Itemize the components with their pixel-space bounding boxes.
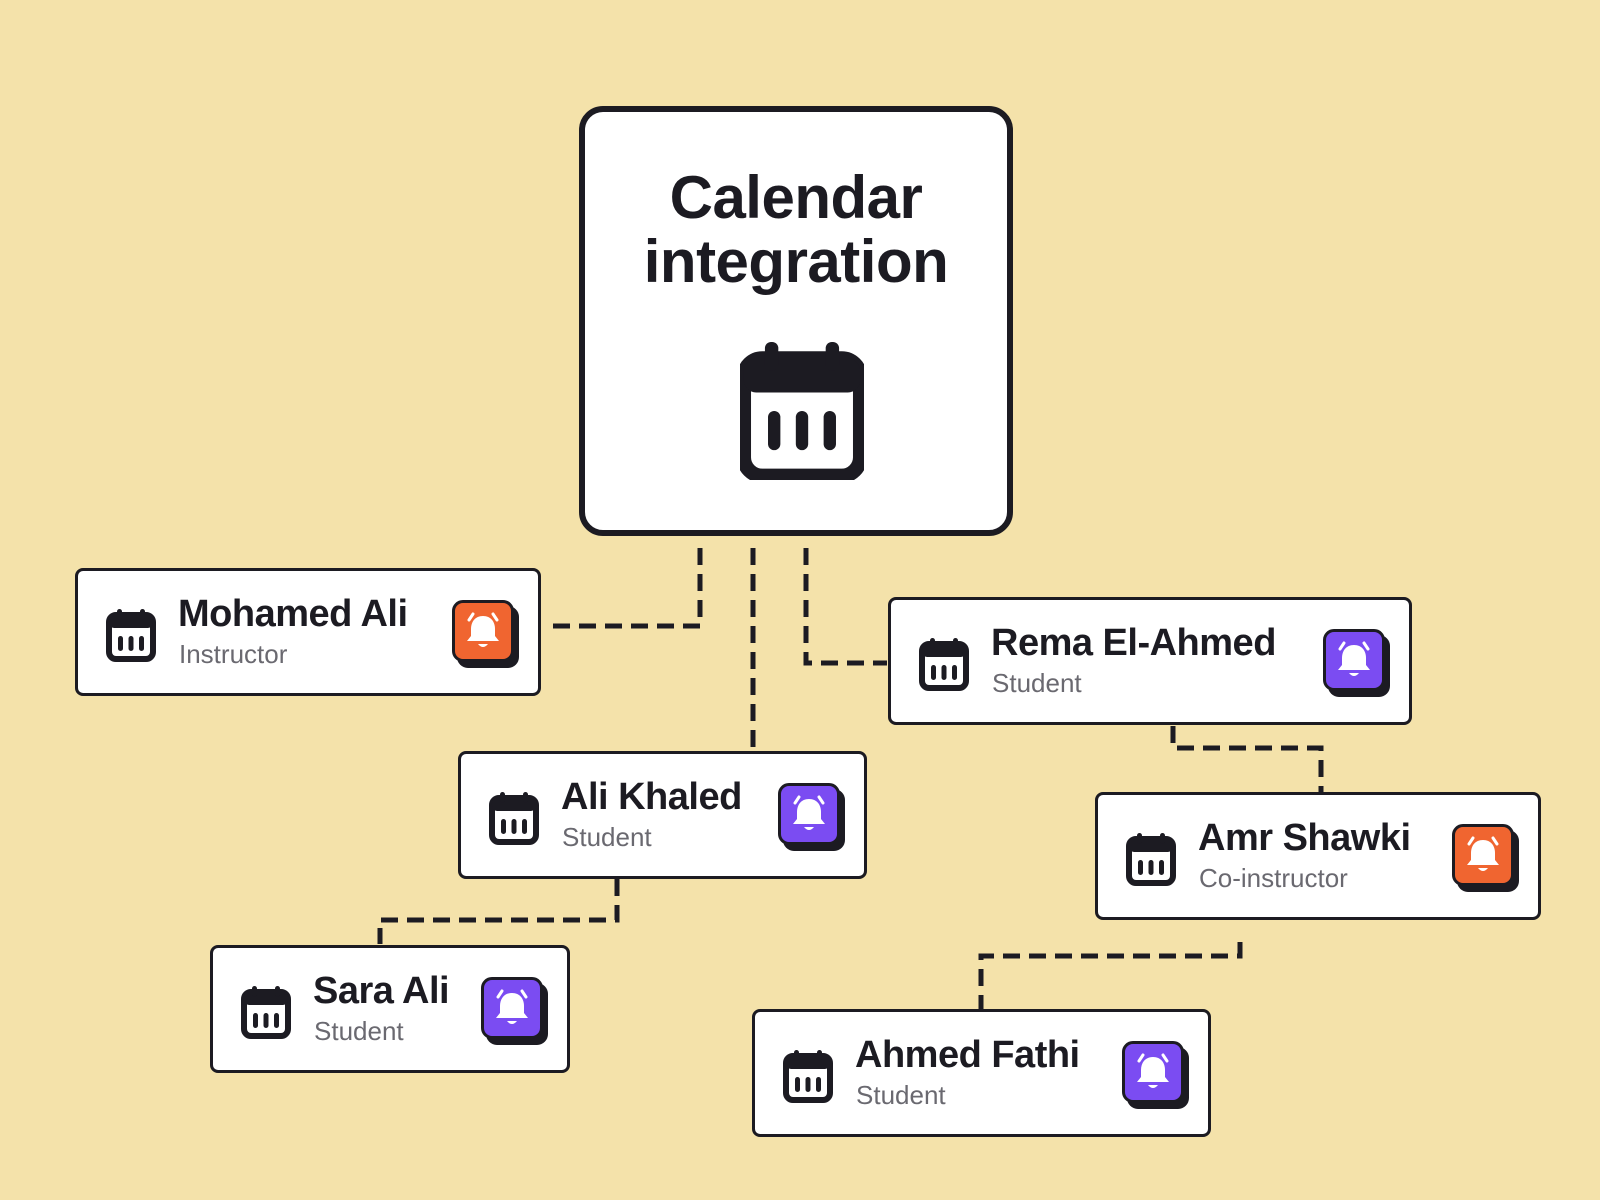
notification-button-face (481, 977, 543, 1039)
notification-button[interactable] (778, 783, 846, 851)
person-card-mohamed-ali[interactable]: Mohamed Ali Instructor (75, 568, 541, 696)
connector-rema-el-ahmed-to-amr-shawki (1170, 726, 1324, 793)
person-role: Student (314, 1016, 404, 1046)
bell-icon (1467, 836, 1499, 871)
hub-title: Calendar integration (585, 166, 1007, 294)
person-card-amr-shawki[interactable]: Amr Shawki Co-instructor (1095, 792, 1541, 920)
person-card-ahmed-fathi[interactable]: Ahmed Fathi Student (752, 1009, 1211, 1137)
person-role: Student (562, 822, 652, 852)
person-role: Co-instructor (1199, 863, 1348, 893)
person-name: Amr Shawki (1198, 817, 1411, 859)
calendar-icon (241, 986, 291, 1039)
person-name: Mohamed Ali (178, 593, 408, 635)
person-role: Student (992, 668, 1082, 698)
notification-button[interactable] (481, 977, 549, 1045)
calendar-icon (740, 342, 864, 480)
person-name: Rema El-Ahmed (991, 622, 1276, 664)
hub-title-line1: Calendar (669, 164, 923, 231)
person-role: Instructor (179, 639, 288, 669)
person-role: Student (856, 1080, 946, 1110)
notification-button[interactable] (452, 600, 520, 668)
connector-amr-shawki-to-ahmed-fathi (978, 942, 1243, 1009)
notification-button[interactable] (1323, 629, 1391, 697)
connector-hub-to-rema-el-ahmed (803, 548, 887, 666)
calendar-icon (106, 609, 156, 662)
connector-ali-khaled-to-sara-ali (377, 879, 620, 944)
person-name: Sara Ali (313, 970, 450, 1012)
bell-icon (1338, 641, 1370, 676)
hub-title-line2: integration (643, 228, 949, 295)
bell-icon (1137, 1053, 1169, 1088)
calendar-icon (1126, 833, 1176, 886)
notification-button-face (452, 600, 514, 662)
bell-icon (467, 612, 499, 647)
notification-button[interactable] (1452, 824, 1520, 892)
bell-icon (496, 989, 528, 1024)
connector-hub-to-mohamed-ali (547, 548, 703, 629)
notification-button-face (1122, 1041, 1184, 1103)
bell-icon (793, 795, 825, 830)
calendar-integration-hub[interactable]: Calendar integration (579, 106, 1013, 536)
notification-button[interactable] (1122, 1041, 1190, 1109)
calendar-icon (489, 792, 539, 845)
person-card-rema-el-ahmed[interactable]: Rema El-Ahmed Student (888, 597, 1412, 725)
person-card-sara-ali[interactable]: Sara Ali Student (210, 945, 570, 1073)
notification-button-face (1323, 629, 1385, 691)
calendar-icon (783, 1050, 833, 1103)
notification-button-face (778, 783, 840, 845)
notification-button-face (1452, 824, 1514, 886)
person-card-ali-khaled[interactable]: Ali Khaled Student (458, 751, 867, 879)
person-name: Ali Khaled (561, 776, 742, 818)
person-name: Ahmed Fathi (855, 1034, 1080, 1076)
calendar-icon (919, 638, 969, 691)
